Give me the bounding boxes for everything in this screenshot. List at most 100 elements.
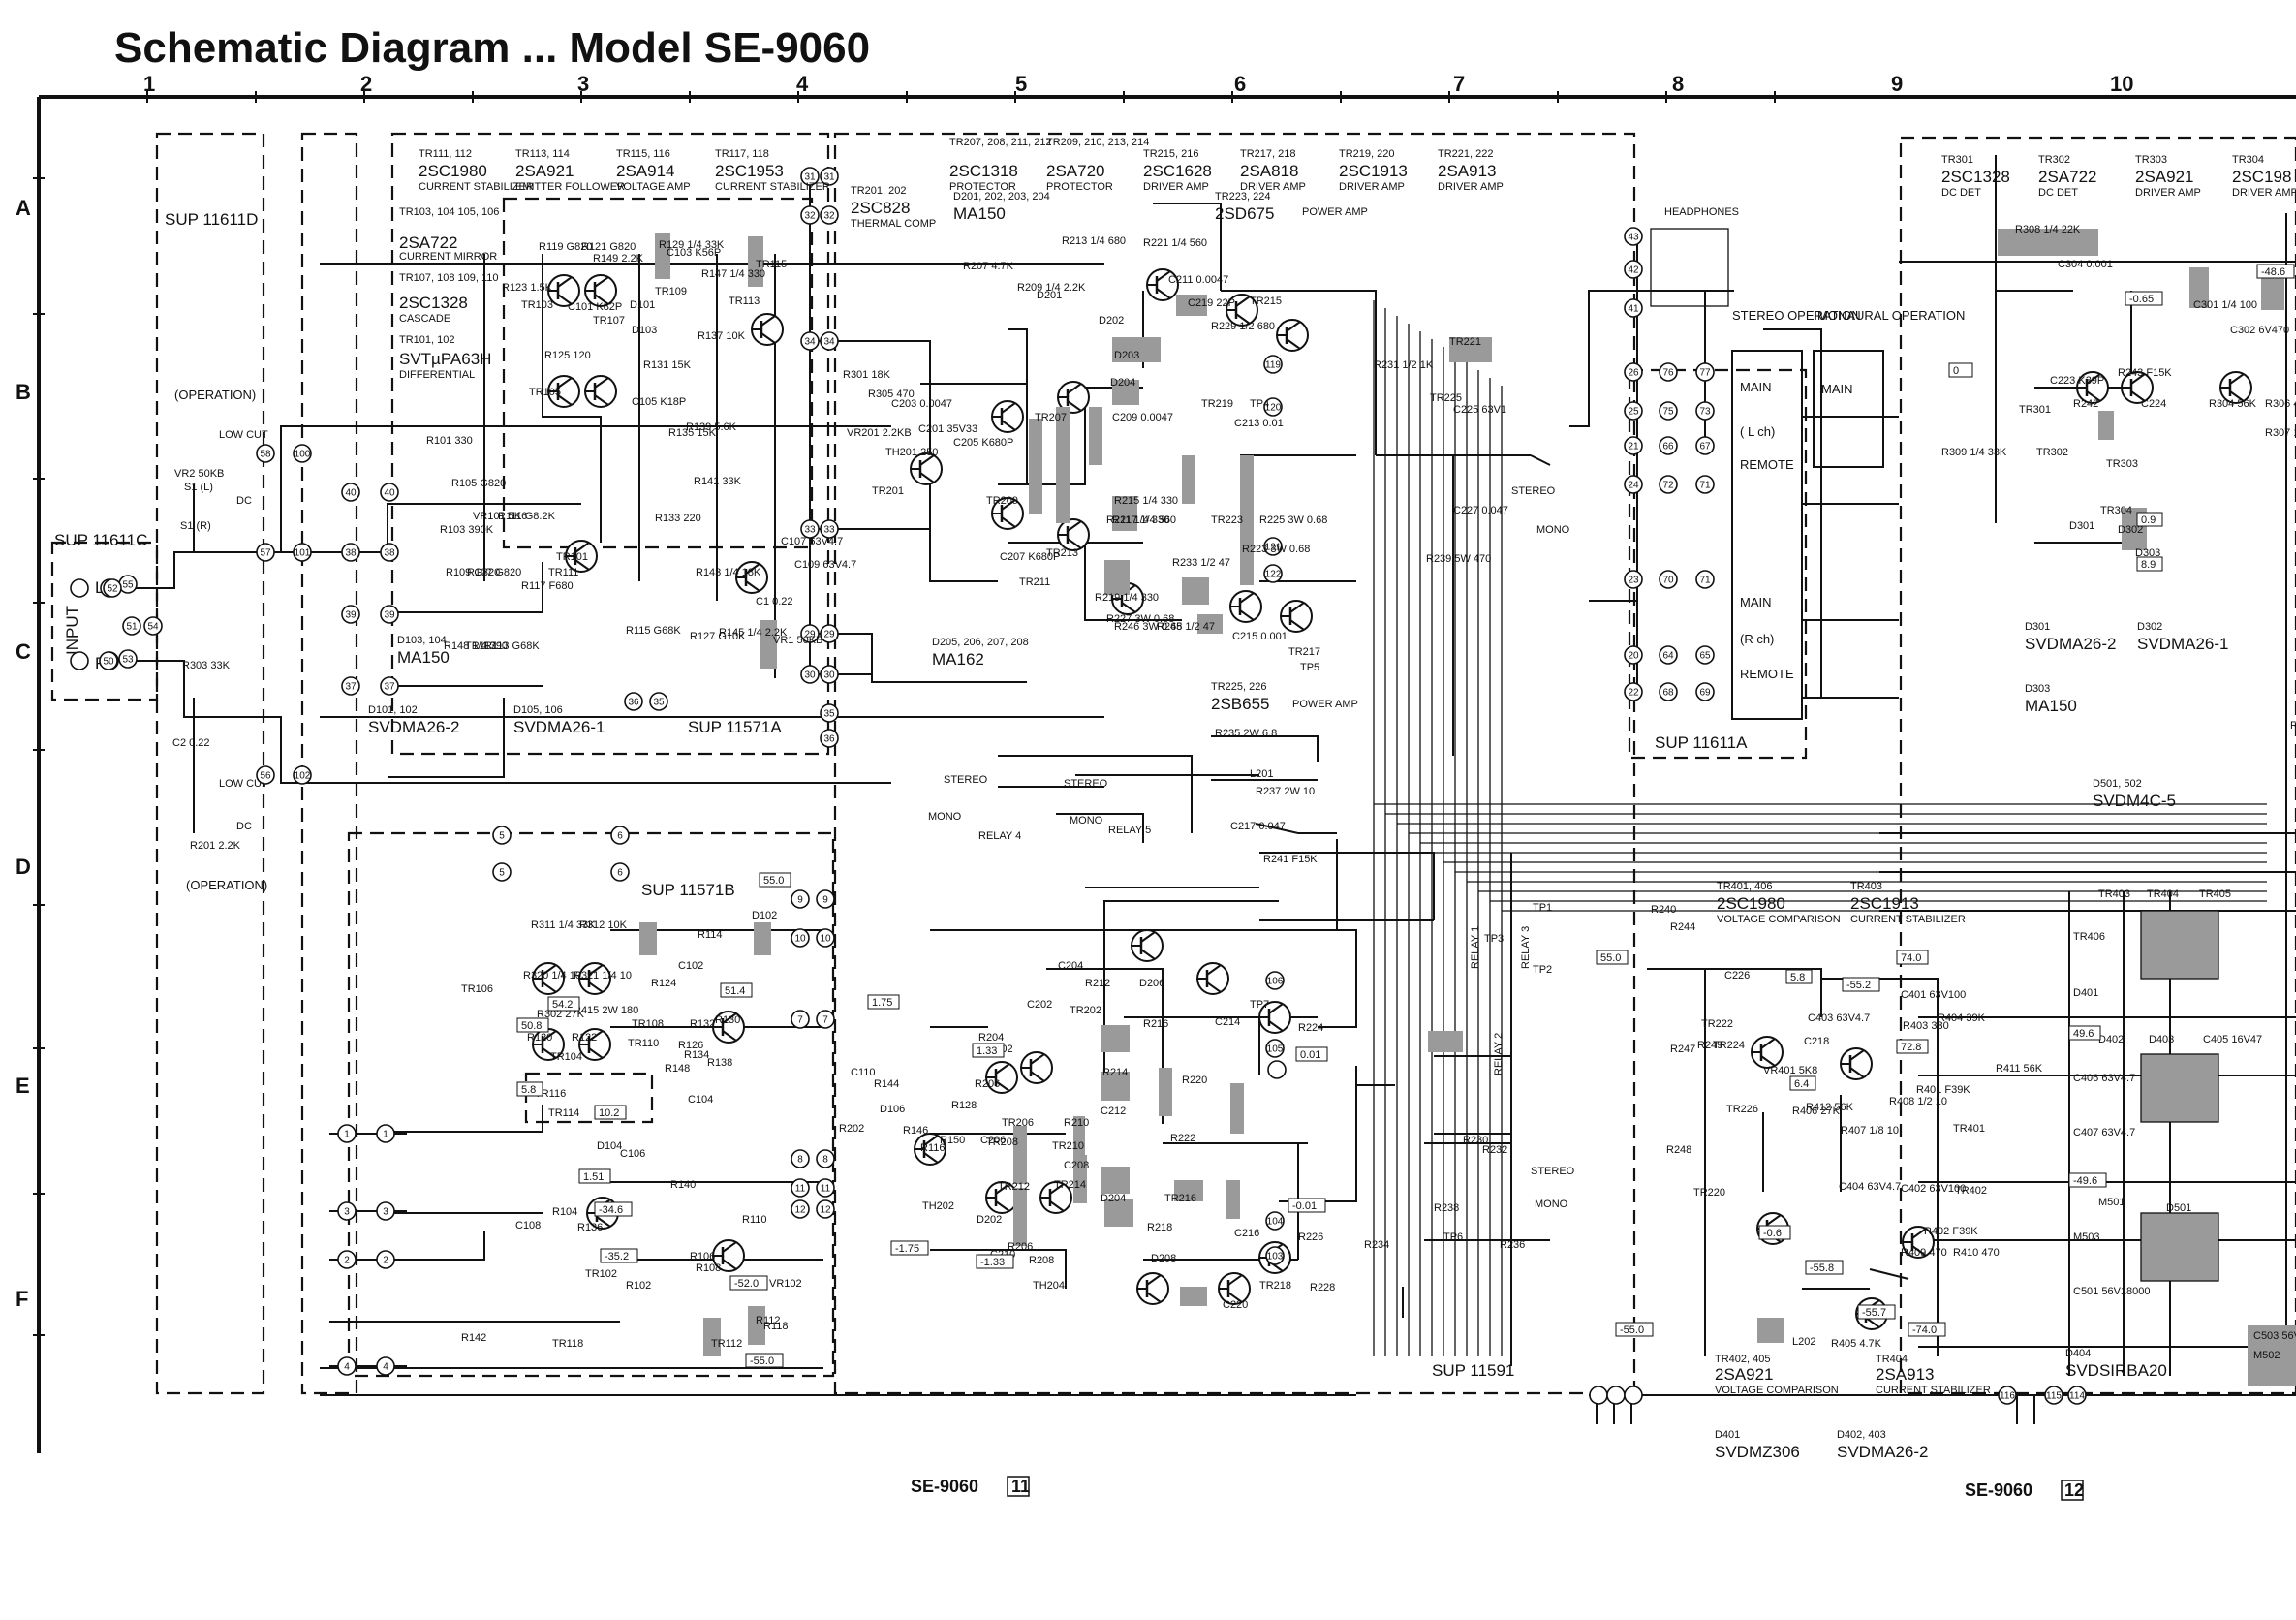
component-label: R150 xyxy=(940,1135,965,1146)
svg-text:2SC1913: 2SC1913 xyxy=(1850,894,1919,913)
part-tr401: TR401, 406 2SC1980 VOLTAGE COMPARISON xyxy=(1717,881,1841,925)
component-label: TR404 xyxy=(2147,888,2179,900)
svg-text:6.4: 6.4 xyxy=(1794,1078,1809,1090)
transistors xyxy=(532,268,2252,1330)
transistor-symbol xyxy=(1902,1226,1935,1259)
component-label: R111 G8.2K xyxy=(498,511,556,522)
highlighted-resistor xyxy=(703,1318,721,1356)
component-label: R128 xyxy=(951,1100,977,1111)
component-label: C405 16V47 xyxy=(2203,1034,2262,1045)
voltage-box: -34.6 xyxy=(594,1201,633,1217)
component-label: D203 xyxy=(1114,350,1139,361)
voltage-box: 8.9 xyxy=(2136,556,2163,572)
headphones-label: HEADPHONES xyxy=(1664,206,1739,218)
component-label: R249 xyxy=(1697,1040,1722,1051)
part-tr402: TR402, 405 2SA921 VOLTAGE COMPARISON xyxy=(1715,1354,1839,1396)
highlighted-resistor xyxy=(1101,1025,1130,1052)
component-label: R301 18K xyxy=(843,369,891,381)
component-label: R112 xyxy=(756,1315,780,1326)
voltage-box: -52.0 xyxy=(729,1275,768,1291)
highlighted-resistor xyxy=(1998,229,2098,256)
component-label: R129 1/4 33K xyxy=(659,239,725,251)
diff-pair-box-b xyxy=(524,1072,654,1124)
board-sup11611d xyxy=(155,132,265,1395)
highlighted-resistor xyxy=(1449,337,1492,362)
component-label: C224 xyxy=(2141,398,2166,410)
component-label: C214 xyxy=(1215,1016,1240,1028)
connector-node: 67 xyxy=(1695,436,1715,455)
component-label: L201 xyxy=(1250,768,1273,780)
part-tr113: TR113, 114 2SA921 EMITTER FOLLOWER xyxy=(515,148,625,193)
connector-node: 33 xyxy=(800,519,820,539)
component-label: TH202 xyxy=(922,1200,954,1212)
component-label: R104 xyxy=(552,1206,577,1218)
svg-text:SVDMA26-1: SVDMA26-1 xyxy=(513,718,605,736)
highlighted-resistor xyxy=(1230,1083,1244,1134)
svg-text:TR302: TR302 xyxy=(2038,154,2070,166)
component-label: TR114 xyxy=(548,1107,579,1119)
component-label: R217 1/4 560 xyxy=(1112,514,1176,526)
voltage-box: -0.6 xyxy=(1758,1225,1791,1240)
connector-node: 104 xyxy=(1265,1211,1285,1231)
svg-text:50: 50 xyxy=(103,657,114,668)
component-label: R211 1/4 330 xyxy=(1106,514,1169,526)
column-label: 9 xyxy=(1891,72,1903,96)
part-d205: D205, 206, 207, 208 MA162 xyxy=(932,637,1029,669)
connector-node: 4 xyxy=(376,1356,395,1376)
connector-node: 20 xyxy=(1624,645,1643,665)
voltage-box: 72.8 xyxy=(1896,1039,1929,1054)
svg-text:2: 2 xyxy=(344,1256,350,1266)
stereo-label: STEREO xyxy=(1064,778,1108,790)
component-label: R238 xyxy=(1434,1202,1459,1214)
component-label: TR111 xyxy=(548,567,578,578)
svg-text:SVDMA26-2: SVDMA26-2 xyxy=(368,718,459,736)
connector-node: 30 xyxy=(800,665,820,684)
svg-text:D301: D301 xyxy=(2025,621,2050,633)
component-label: C406 63V4.7 xyxy=(2073,1073,2135,1084)
component-label: C218 xyxy=(1804,1036,1829,1047)
part-d404: D404 SVDSIRBA20 xyxy=(2065,1348,2167,1380)
component-label: C109 63V4.7 xyxy=(794,559,856,571)
connector-node: 4 xyxy=(337,1356,357,1376)
component-label: R237 2W 10 xyxy=(1256,786,1315,797)
connector-node: 8 xyxy=(816,1149,835,1168)
component-label: TR304 xyxy=(2100,505,2132,516)
component-label: VR2 50KB xyxy=(174,468,224,480)
rch-label: (R ch) xyxy=(1740,632,1774,646)
component-label: R406 27K xyxy=(1792,1106,1841,1117)
svg-text:-49.6: -49.6 xyxy=(2073,1175,2097,1187)
svg-text:4: 4 xyxy=(344,1362,350,1373)
voltage-box: 51.4 xyxy=(720,982,753,998)
voltage-box: 0.01 xyxy=(1295,1046,1328,1062)
voltage-box: 0.9 xyxy=(2136,512,2163,527)
voltage-box: -35.2 xyxy=(600,1248,638,1263)
component-label: R214 xyxy=(1102,1067,1128,1078)
component-label: R110 xyxy=(742,1214,766,1226)
component-label: R144 xyxy=(874,1078,899,1090)
component-label: C215 0.001 xyxy=(1232,631,1288,642)
mono-label: MONO xyxy=(1070,815,1103,826)
component-label: R210 xyxy=(1064,1117,1089,1129)
component-label: R124 xyxy=(651,978,676,989)
highlighted-resistor xyxy=(1240,455,1254,504)
headphone-jack[interactable] xyxy=(1650,228,1729,307)
connector-node: 6 xyxy=(610,826,630,845)
transistor-symbol xyxy=(1146,268,1179,301)
component-label: TR109 xyxy=(655,286,687,297)
transistor-symbol xyxy=(991,400,1024,433)
board-label: SUP 11611D xyxy=(165,210,258,229)
component-label: R218 xyxy=(1147,1222,1172,1233)
connector-node: 26 xyxy=(1624,362,1643,382)
voltage-box: -55.0 xyxy=(1615,1322,1654,1337)
part-d303: D303 MA150 xyxy=(2025,683,2077,715)
column-label: 10 xyxy=(2110,72,2133,96)
svg-text:2SA921: 2SA921 xyxy=(2135,168,2194,186)
component-label: D402 xyxy=(2098,1034,2124,1045)
component-label: R223 3W 0.68 xyxy=(1242,544,1310,555)
stereo-label: STEREO xyxy=(1511,485,1556,497)
operation-label: (OPERATION) xyxy=(186,878,267,892)
connector-node: 54 xyxy=(143,616,163,636)
component-label: R227 3W 0.68 xyxy=(1106,613,1174,625)
component-label: S1 (L) xyxy=(184,482,213,493)
connector-node: 105 xyxy=(1265,1039,1285,1058)
